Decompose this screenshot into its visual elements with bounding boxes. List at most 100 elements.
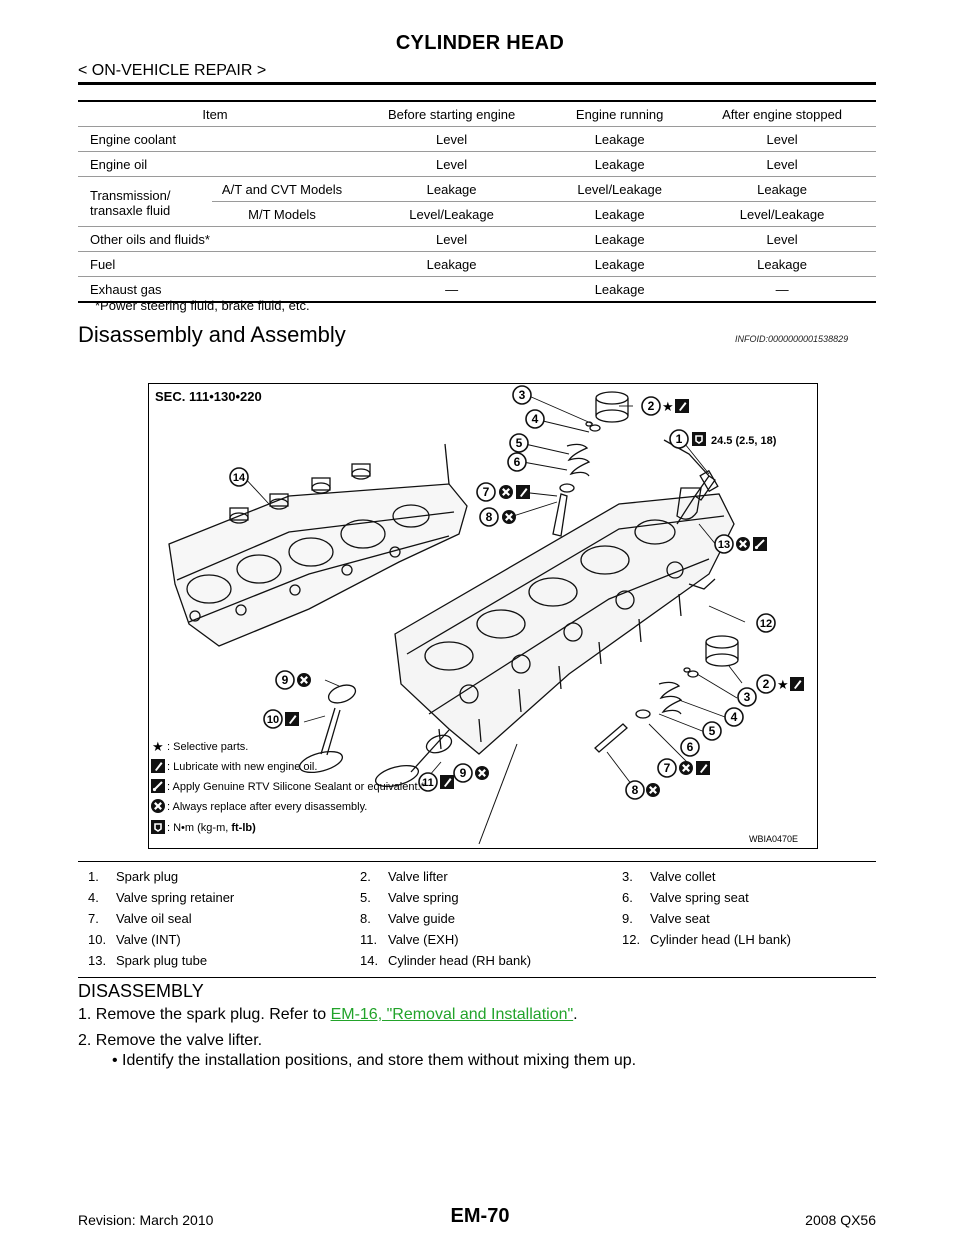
- section-breadcrumb: < ON-VEHICLE REPAIR >: [78, 62, 267, 79]
- lubricate-icon: [790, 677, 804, 691]
- callout-14: 14: [229, 467, 249, 487]
- row-running: Leakage: [594, 206, 645, 222]
- legend-torque: : N•m (kg-m, ft-lb): [167, 822, 256, 834]
- svg-text:6: 6: [514, 455, 521, 469]
- spark-plug-drawing: [676, 475, 716, 525]
- svg-text:3: 3: [519, 388, 526, 402]
- callout-6: 6: [507, 452, 527, 472]
- valve-drawings: [298, 684, 518, 845]
- list-item: 8.Valve guide: [360, 911, 455, 926]
- transmission-line-2: transaxle fluid: [90, 202, 171, 218]
- replace-icon: [734, 535, 752, 553]
- svg-text:9: 9: [282, 673, 289, 687]
- replace-icon: [677, 759, 695, 777]
- legend-lubricate: : Lubricate with new engine oil.: [167, 761, 317, 773]
- table-row: Engine oil Level Leakage Level: [78, 152, 876, 177]
- list-item: 12.Cylinder head (LH bank): [622, 932, 791, 947]
- column-header-after: After engine stopped: [722, 106, 843, 122]
- list-item: 10.Valve (INT): [88, 932, 181, 947]
- transmission-line-1: Transmission/: [90, 187, 171, 203]
- footer-model: 2008 QX56: [805, 1212, 876, 1228]
- replace-icon: [473, 764, 491, 782]
- section-title: Disassembly and Assembly: [78, 322, 346, 347]
- row-after: —: [775, 281, 789, 297]
- torque-icon: [691, 431, 707, 447]
- callout-10: 10: [263, 709, 283, 729]
- table-footnote: *Power steering fluid, brake fluid, etc.: [95, 298, 310, 313]
- callout-5-lower: 5: [702, 721, 722, 741]
- lower-valve-train-drawing: [594, 635, 739, 753]
- selective-star-icon: ★: [152, 739, 164, 754]
- table-header-row: Item Before starting engine Engine runni…: [78, 101, 876, 127]
- row-running: Leakage: [594, 131, 645, 147]
- row-running: Leakage: [594, 156, 645, 172]
- leader-lines: [242, 395, 746, 790]
- step-1: 1. Remove the spark plug. Refer to EM-16…: [78, 1006, 578, 1023]
- lubricate-icon: [675, 399, 689, 413]
- disassembly-heading: DISASSEMBLY: [78, 981, 204, 1001]
- row-item-transmission: Transmission/transaxle fluid: [78, 177, 212, 227]
- svg-text:2: 2: [648, 399, 655, 413]
- callout-3: 3: [512, 385, 532, 405]
- row-after: Level: [766, 231, 798, 247]
- svg-text:4: 4: [731, 710, 738, 724]
- exploded-view-figure: SEC. 111•130•220: [148, 383, 818, 849]
- legend-row: 4.Valve spring retainer 5.Valve spring 6…: [78, 887, 876, 908]
- svg-text:13: 13: [718, 539, 730, 551]
- svg-text:11: 11: [422, 777, 434, 789]
- svg-text:10: 10: [267, 714, 279, 726]
- callout-4-lower: 4: [724, 707, 744, 727]
- sealant-icon: [752, 536, 768, 552]
- callout-8-lower: 8: [625, 780, 645, 800]
- list-item: 7.Valve oil seal: [88, 911, 192, 926]
- selective-star-icon: ★: [662, 399, 674, 414]
- table-row: Engine coolant Level Leakage Level: [78, 127, 876, 152]
- lubricate-icon: [440, 775, 454, 789]
- svg-text:6: 6: [687, 740, 694, 754]
- svg-text:2: 2: [763, 677, 770, 691]
- list-item: 1.Spark plug: [88, 869, 179, 884]
- legend-row: 10.Valve (INT) 11.Valve (EXH) 12.Cylinde…: [78, 929, 876, 950]
- callout-6-lower: 6: [680, 737, 700, 757]
- row-before: —: [445, 281, 459, 297]
- callout-13: 13: [714, 534, 734, 554]
- column-header-item: Item: [202, 106, 228, 122]
- svg-text:1: 1: [676, 432, 683, 446]
- removal-installation-link[interactable]: EM-16, "Removal and Installation": [330, 1006, 574, 1023]
- row-item: Engine coolant: [90, 131, 177, 147]
- svg-text:9: 9: [460, 766, 467, 780]
- svg-text:5: 5: [709, 724, 716, 738]
- callout-4: 4: [525, 409, 545, 429]
- row-before: Level: [436, 131, 468, 147]
- column-header-before: Before starting engine: [387, 106, 516, 122]
- row-before: Leakage: [426, 181, 477, 197]
- row-after: Level: [766, 131, 798, 147]
- list-item: 11.Valve (EXH): [360, 932, 459, 947]
- torque-icon: [150, 819, 166, 835]
- row-running: Level/Leakage: [577, 181, 662, 197]
- footer-page-number: EM-70: [450, 1205, 510, 1227]
- list-item: 13.Spark plug tube: [88, 953, 208, 968]
- row-sub: A/T and CVT Models: [221, 181, 343, 197]
- replace-icon: [497, 483, 515, 501]
- step-2: 2. Remove the valve lifter.: [78, 1032, 263, 1049]
- row-item: Fuel: [90, 256, 116, 272]
- list-item: 14.Cylinder head (RH bank): [360, 953, 532, 968]
- row-sub: M/T Models: [248, 206, 316, 222]
- callout-2-lower: 2: [756, 674, 776, 694]
- legend-row: 7.Valve oil seal 8.Valve guide 9.Valve s…: [78, 908, 876, 929]
- svg-text:8: 8: [486, 510, 493, 524]
- callout-11: 11: [418, 772, 438, 792]
- row-item: Engine oil: [90, 156, 148, 172]
- callout-2-upper: 2: [641, 396, 661, 416]
- page-title: CYLINDER HEAD: [395, 32, 565, 54]
- legend-row: 13.Spark plug tube 14.Cylinder head (RH …: [78, 950, 876, 971]
- legend-row: 1.Spark plug 2.Valve lifter 3.Valve coll…: [78, 866, 876, 887]
- step-2-note: • Identify the installation positions, a…: [112, 1052, 637, 1069]
- list-item: 4.Valve spring retainer: [88, 890, 235, 905]
- row-before: Level/Leakage: [409, 206, 494, 222]
- table-row: M/T Models Level/Leakage Leakage Level/L…: [78, 202, 876, 227]
- footer-revision: Revision: March 2010: [78, 1212, 214, 1228]
- row-running: Leakage: [594, 231, 645, 247]
- svg-text:5: 5: [516, 436, 523, 450]
